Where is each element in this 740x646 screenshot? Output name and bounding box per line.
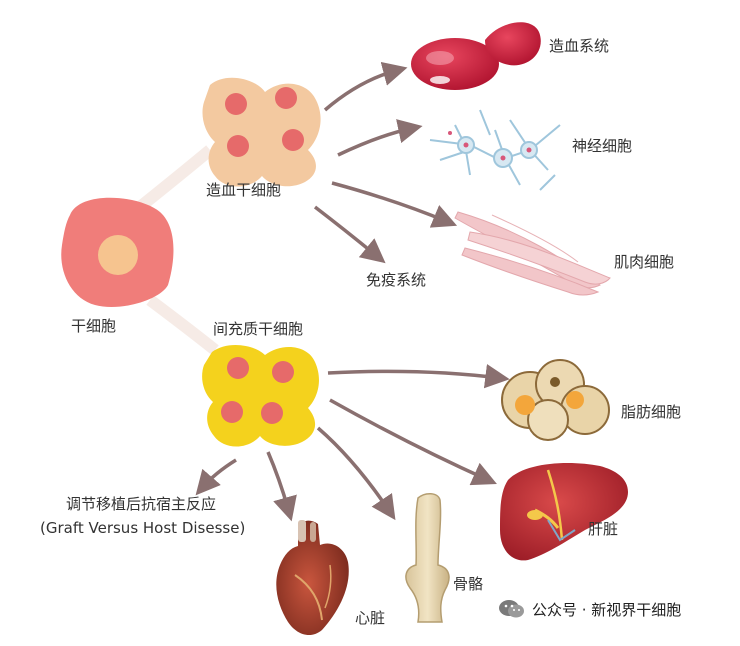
arrow-to-nerve-cell [337, 119, 423, 157]
heart-icon [276, 520, 349, 636]
wechat-icon [499, 600, 524, 618]
liver-icon [500, 462, 628, 561]
label-gvhd-zh: 调节移植后抗宿主反应 [66, 495, 217, 513]
stem-cell-icon [61, 197, 174, 308]
hematopoietic-stem-cell-icon [202, 77, 321, 187]
bone-icon [405, 493, 450, 623]
arrow-to-adipocyte [327, 364, 510, 389]
arrow-to-hematopoietic-system [323, 61, 408, 112]
msc-arrows [195, 364, 510, 522]
adipocyte-icon [501, 359, 610, 441]
label-bone: 骨骼 [453, 575, 484, 593]
stem-to-msc-connector [146, 295, 219, 355]
arrow-to-bone [316, 426, 396, 521]
watermark-text: 公众号 · 新视界干细胞 [532, 600, 682, 619]
label-liver: 肝脏 [588, 520, 619, 538]
label-hematopoietic-system: 造血系统 [549, 37, 610, 55]
label-adipocyte: 脂肪细胞 [621, 403, 682, 421]
arrow-to-gvhd [195, 458, 237, 496]
arrow-to-muscle-cell [331, 181, 458, 228]
label-gvhd-en: (Graft Versus Host Disesse) [40, 519, 246, 537]
label-hematopoietic-stem-cell: 造血干细胞 [206, 181, 282, 199]
arrow-to-immune-system [313, 205, 386, 264]
label-nerve-cell: 神经细胞 [572, 137, 633, 155]
red-blood-cell-icon [411, 22, 541, 90]
label-muscle-cell: 肌肉细胞 [614, 253, 675, 271]
arrow-to-heart [266, 451, 297, 522]
arrow-to-liver [329, 398, 497, 486]
label-stem-cell: 干细胞 [71, 317, 117, 335]
nerve-cell-icon [429, 109, 561, 191]
hsc-arrows [313, 61, 458, 264]
watermark: 公众号 · 新视界干细胞 [498, 598, 681, 620]
label-heart: 心脏 [355, 609, 386, 627]
label-mesenchymal-stem-cell: 间充质干细胞 [213, 320, 304, 338]
muscle-cell-icon [454, 211, 611, 296]
mesenchymal-stem-cell-icon [202, 344, 319, 447]
label-immune-system: 免疫系统 [366, 271, 427, 289]
